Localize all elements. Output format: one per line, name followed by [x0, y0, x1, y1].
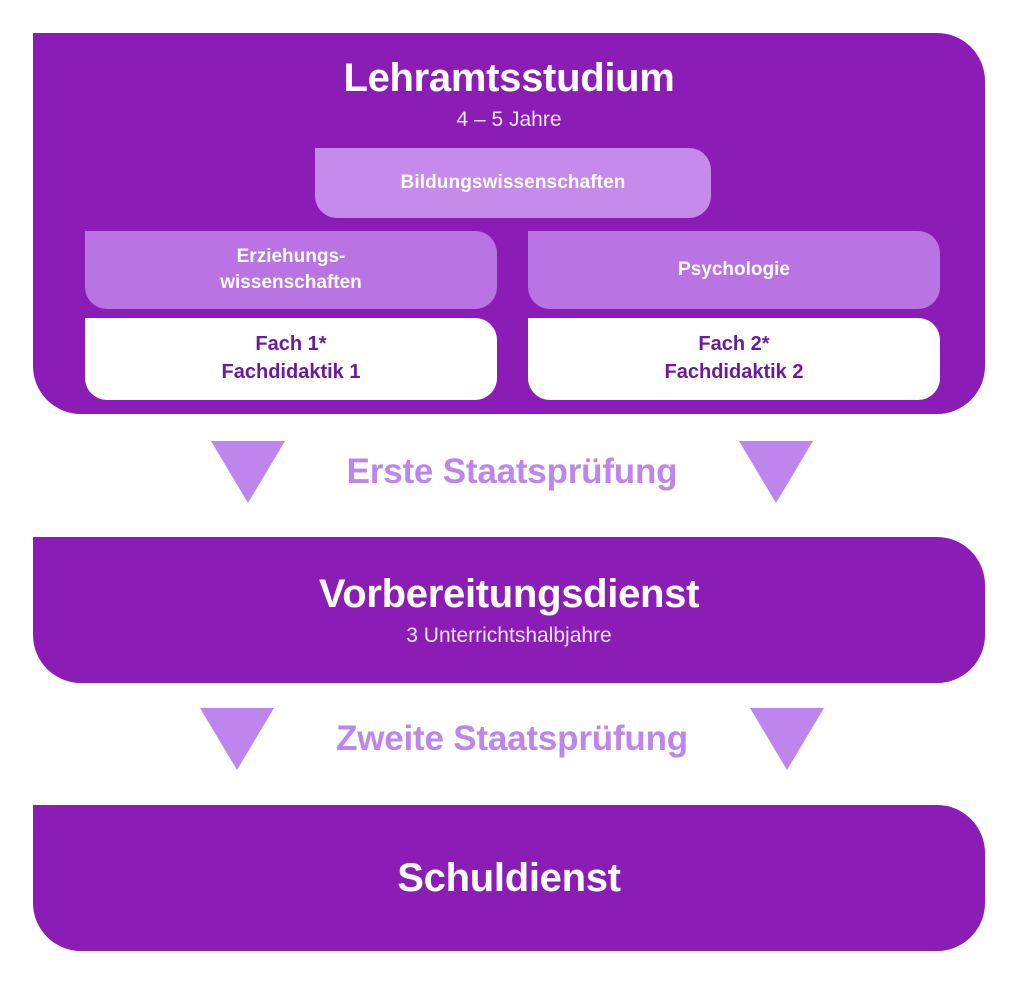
stage-vorbereitungsdienst-inner: Vorbereitungsdienst 3 Unterrichtshalbjah… — [33, 537, 985, 683]
study-column-left: Erziehungs- wissenschaften Fach 1* Fachd… — [85, 231, 497, 400]
box-erziehungswissenschaften-label: Erziehungs- wissenschaften — [220, 246, 362, 293]
transition-erste-staatspruefung: Erste Staatsprüfung — [0, 430, 1024, 514]
box-psychologie-label: Psychologie — [678, 259, 790, 281]
box-bildungswissenschaften-label: Bildungswissenschaften — [400, 172, 626, 193]
study-columns: Erziehungs- wissenschaften Fach 1* Fachd… — [85, 231, 940, 400]
box-fach-2: Fach 2* Fachdidaktik 2 — [528, 318, 940, 400]
stage-vorbereitungsdienst-title: Vorbereitungsdienst — [318, 572, 700, 617]
stage-schuldienst-title: Schuldienst — [397, 856, 621, 900]
transition-zweite-staatspruefung-label: Zweite Staatsprüfung — [336, 719, 688, 758]
box-fach-1: Fach 1* Fachdidaktik 1 — [85, 318, 497, 400]
stage-schuldienst: Schuldienst — [33, 805, 985, 951]
box-bildungswissenschaften: Bildungswissenschaften — [315, 148, 711, 218]
stage-vorbereitungsdienst-subtitle: 3 Unterrichtshalbjahre — [406, 624, 612, 648]
box-fach-2-label: Fach 2* Fachdidaktik 2 — [664, 333, 804, 383]
transition-erste-staatspruefung-label: Erste Staatsprüfung — [346, 452, 678, 491]
box-fach-1-label: Fach 1* Fachdidaktik 1 — [221, 333, 361, 383]
arrow-down-icon-left-1 — [210, 441, 285, 503]
stage-lehramtsstudium-title: Lehramtsstudium — [343, 56, 675, 100]
arrow-down-icon-right-2 — [749, 708, 824, 770]
box-psychologie: Psychologie — [528, 231, 940, 309]
stage-lehramtsstudium: Lehramtsstudium 4 – 5 Jahre Bildungswiss… — [33, 33, 985, 414]
transition-zweite-staatspruefung: Zweite Staatsprüfung — [0, 697, 1024, 781]
stage-vorbereitungsdienst: Vorbereitungsdienst 3 Unterrichtshalbjah… — [33, 537, 985, 683]
stage-lehramtsstudium-subtitle: 4 – 5 Jahre — [456, 108, 562, 131]
box-erziehungswissenschaften: Erziehungs- wissenschaften — [85, 231, 497, 309]
arrow-down-icon-left-2 — [200, 708, 275, 770]
study-column-right: Psychologie Fach 2* Fachdidaktik 2 — [528, 231, 940, 400]
stage-schuldienst-inner: Schuldienst — [33, 805, 985, 951]
arrow-down-icon-right-1 — [739, 441, 814, 503]
